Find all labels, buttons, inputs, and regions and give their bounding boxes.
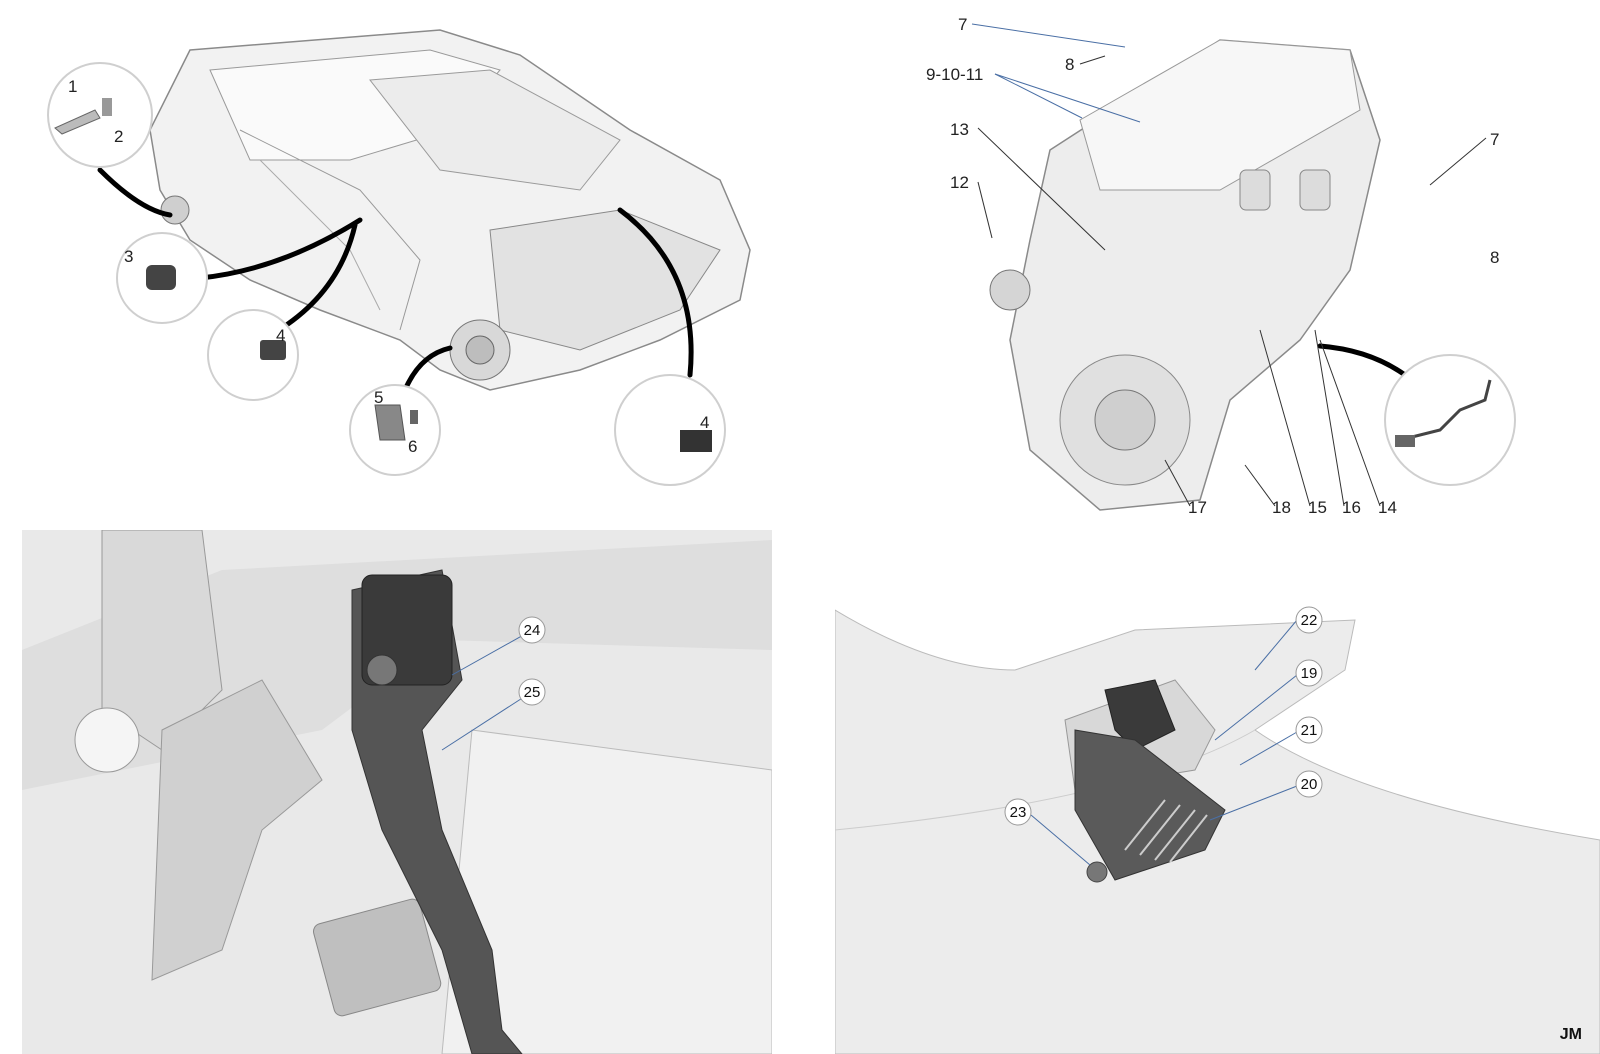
pedal-illustration: 24 25: [22, 530, 772, 1054]
callout-label: 9-10-11: [926, 65, 983, 84]
callout-label: 23: [1010, 804, 1027, 821]
callout-label: 2: [114, 127, 123, 146]
callout-label: 12: [950, 173, 969, 192]
callout-bubble-21: [1295, 716, 1323, 744]
engine-panel: 7 8 9-10-11 13 12 7 8 17 18 15 16 14: [900, 10, 1580, 530]
callout-label: 15: [1308, 498, 1327, 517]
callout-label: 8: [1490, 248, 1499, 267]
pedal-panel: 24 25: [22, 530, 772, 1054]
callout-label: 14: [1378, 498, 1397, 517]
callout-label: 7: [1490, 130, 1499, 149]
detail-bubble-1-2: [47, 62, 153, 168]
callout-label: 7: [958, 15, 967, 34]
car-body-panel: 1 2 3 4 4 5 6: [20, 10, 780, 500]
detail-bubble-4-left: [207, 309, 299, 401]
callout-bubble-23: [1004, 798, 1032, 826]
callout-label: 13: [950, 120, 969, 139]
callout-label: 6: [408, 437, 417, 456]
callout-label: 25: [524, 684, 541, 701]
engine-illustration: 7 8 9-10-11 13 12 7 8 17 18 15 16 14: [926, 15, 1516, 517]
callout-label: 4: [276, 326, 285, 345]
callout-label: 18: [1272, 498, 1291, 517]
bracket-illustration: 22 19 21 20 23: [835, 606, 1600, 1054]
detail-bubble-4-right: [614, 374, 726, 486]
callout-label: 3: [124, 247, 133, 266]
callout-label: 16: [1342, 498, 1361, 517]
callout-label: 1: [68, 77, 77, 96]
callout-bubble-19: [1295, 659, 1323, 687]
watermark: JM: [1559, 1026, 1582, 1043]
callout-label: 21: [1301, 722, 1318, 739]
car-body-illustration: 1 2 3 4 4 5 6: [47, 29, 751, 486]
callout-label: 22: [1301, 612, 1318, 629]
callout-label: 17: [1188, 498, 1207, 517]
callout-bubble-20: [1295, 770, 1323, 798]
callout-label: 4: [700, 413, 709, 432]
callout-label: 20: [1301, 776, 1318, 793]
bracket-panel: 22 19 21 20 23: [835, 530, 1600, 1054]
callout-bubble-25: [518, 678, 546, 706]
callout-label: 8: [1065, 55, 1074, 74]
callout-bubble-22: [1295, 606, 1323, 634]
callout-label: 24: [524, 622, 541, 639]
callout-bubble-24: [518, 616, 546, 644]
callout-label: 19: [1301, 665, 1318, 682]
callout-label: 5: [374, 388, 383, 407]
